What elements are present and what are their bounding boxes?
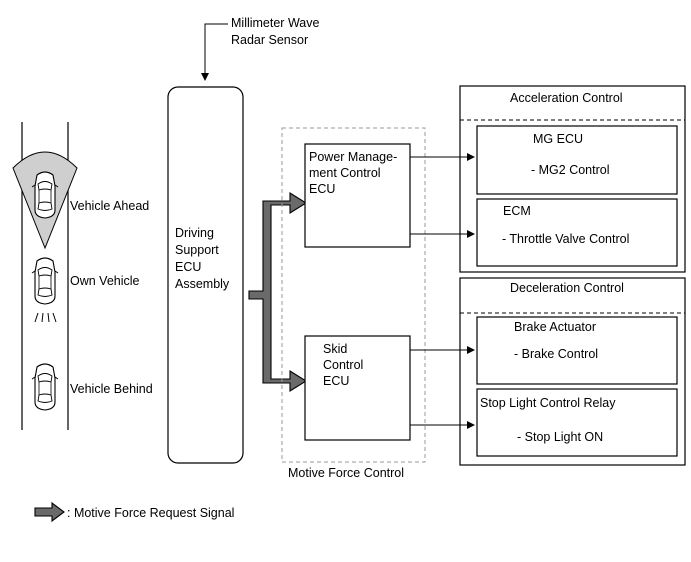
driving-support-ecu-line4: Assembly xyxy=(175,277,230,291)
mg-ecu-box xyxy=(476,125,678,195)
skid-control-ecu-box xyxy=(304,335,411,441)
power-management-ecu-line2: ment Control xyxy=(309,166,381,180)
motion-lines-icon xyxy=(34,312,57,323)
own-vehicle-icon xyxy=(31,257,59,305)
brake-actuator-function: - Brake Control xyxy=(514,347,598,361)
mg-ecu-function: - MG2 Control xyxy=(531,163,610,177)
vehicle-behind-icon xyxy=(31,363,59,411)
acceleration-control-group xyxy=(459,85,686,273)
driving-support-ecu-box xyxy=(167,86,244,464)
motive-force-control-label: Motive Force Control xyxy=(288,466,404,480)
brake-actuator-name: Brake Actuator xyxy=(514,320,596,334)
skid-control-ecu-line3: ECU xyxy=(323,374,349,388)
power-management-ecu-line3: ECU xyxy=(309,182,335,196)
acceleration-control-title: Acceleration Control xyxy=(510,91,623,105)
stop-light-relay-box xyxy=(476,388,678,457)
radar-sensor-label-line1: Millimeter Wave xyxy=(231,16,319,30)
vehicle-ahead-label: Vehicle Ahead xyxy=(70,199,149,213)
own-vehicle-label: Own Vehicle xyxy=(70,274,140,288)
skid-control-ecu-line1: Skid xyxy=(323,342,347,356)
stop-light-relay-function: - Stop Light ON xyxy=(517,430,603,444)
legend-label: : Motive Force Request Signal xyxy=(67,506,234,520)
radar-signal-arrow xyxy=(201,23,228,81)
deceleration-control-title: Deceleration Control xyxy=(510,281,624,295)
driving-support-ecu-line3: ECU xyxy=(175,260,201,274)
ecm-name: ECM xyxy=(503,204,531,218)
skid-control-ecu-line2: Control xyxy=(323,358,363,372)
deceleration-control-group xyxy=(459,277,686,466)
motive-force-request-arrow xyxy=(248,192,308,392)
mg-ecu-name: MG ECU xyxy=(533,132,583,146)
driving-support-ecu-line2: Support xyxy=(175,243,219,257)
stop-light-relay-name: Stop Light Control Relay xyxy=(480,396,616,410)
motive-force-control-group xyxy=(281,127,426,463)
power-management-ecu-line1: Power Manage- xyxy=(309,150,397,164)
driving-support-ecu-line1: Driving xyxy=(175,226,214,240)
vehicle-ahead-icon xyxy=(31,171,59,219)
power-management-ecu-box xyxy=(304,143,411,248)
legend-arrow-icon xyxy=(34,501,65,523)
ecm-box xyxy=(476,198,678,267)
brake-actuator-box xyxy=(476,316,678,385)
ecm-function: - Throttle Valve Control xyxy=(502,232,629,246)
radar-sensor-label-line2: Radar Sensor xyxy=(231,33,308,47)
vehicle-behind-label: Vehicle Behind xyxy=(70,382,153,396)
